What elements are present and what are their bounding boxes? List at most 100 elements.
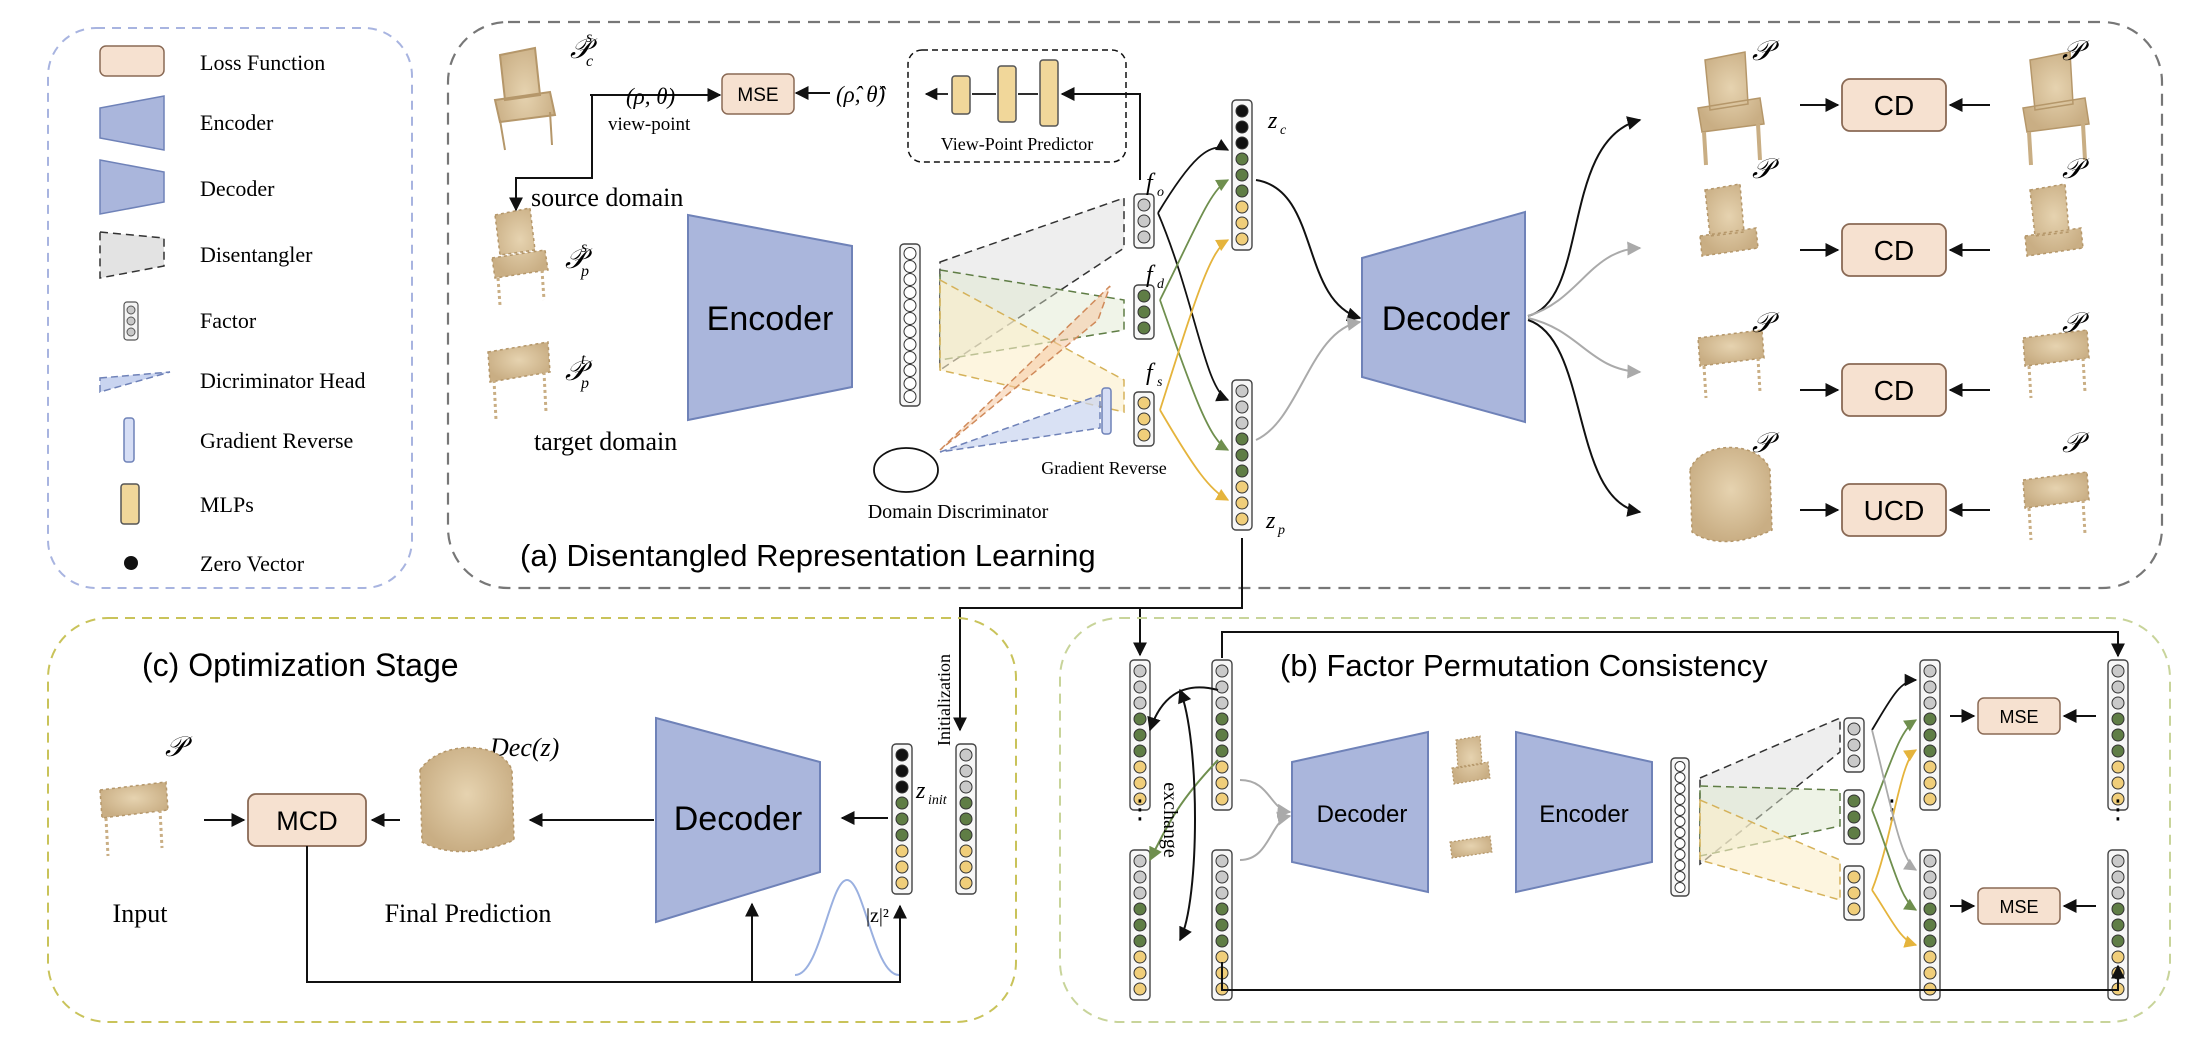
b-gt-2-unit (2111, 950, 2125, 964)
vp-mlp-3 (1039, 59, 1059, 127)
zc-unit (1235, 104, 1249, 118)
panel-a: 𝒫 c s 𝒫 p s 𝒫 p t source domain target d… (446, 20, 2164, 590)
label-zp: z (1265, 508, 1276, 534)
label-fo-sub: o (1157, 185, 1164, 200)
label-initialization: Initialization (934, 654, 954, 746)
legend-factor-label: Factor (200, 308, 257, 333)
zp-unit (1235, 400, 1249, 414)
label-pp-s-sup: s (581, 239, 587, 256)
latent-a-unit (903, 273, 917, 286)
b-left-3-unit (1215, 728, 1229, 742)
mse-box-b-2 (1977, 887, 2061, 925)
label-domain-disc: Domain Discriminator (868, 501, 1049, 523)
encoder-a-label: Encoder (707, 300, 834, 338)
z-p-column (1231, 379, 1253, 531)
b-right-2-unit (1923, 902, 1937, 916)
gt-chair-partial (2024, 183, 2084, 257)
vp-predictor-box (907, 49, 1127, 163)
z-init-a-unit (895, 844, 909, 858)
encoder-b-label: Encoder (1539, 801, 1628, 828)
factor-o-unit (1137, 230, 1151, 244)
label-fd-sub: d (1157, 277, 1165, 292)
b-latent-unit (1674, 849, 1686, 860)
arr-b-exchange-1 (1147, 686, 1219, 732)
b-dots-right: ⋮ (2105, 794, 2131, 824)
zp-unit (1235, 448, 1249, 462)
b-gt-2-unit (2111, 886, 2125, 900)
b-left-4-unit (1215, 950, 1229, 964)
arr-mcd-loop (306, 846, 907, 983)
b-left-3-unit (1215, 696, 1229, 710)
label-z-init: z (915, 778, 926, 804)
panel-c-border (47, 617, 1017, 1023)
legend-factor-swatch (123, 301, 139, 341)
gaussian-curve (794, 878, 900, 976)
b-gt-1-unit (2111, 680, 2125, 694)
mse-label-b-1: MSE (1999, 707, 2038, 727)
gt-table-partial-1 (2022, 329, 2090, 399)
z-init-a-unit (895, 764, 909, 778)
zp-unit (1235, 480, 1249, 494)
gt-table-partial-2 (2022, 471, 2090, 541)
mcd-label: MCD (276, 806, 338, 836)
z-init-column-2 (955, 743, 977, 895)
disc-head-orange (939, 285, 1111, 451)
b-left-1-unit (1133, 680, 1147, 694)
decoder-b (1291, 730, 1429, 894)
z-init-b-unit (959, 812, 973, 826)
mse-box-b-1 (1977, 697, 2061, 735)
b-latent-unit (1674, 816, 1686, 827)
zc-unit (1235, 216, 1249, 230)
b-factor-d-unit (1847, 810, 1861, 824)
b-right-1-unit (1923, 792, 1937, 806)
label-source-domain: source domain (531, 183, 683, 212)
b-left-2-unit (1133, 886, 1147, 900)
label-final-prediction: Final Prediction (385, 899, 552, 928)
b-gt-1-unit (2111, 696, 2125, 710)
arr-b-f5 (1871, 809, 1918, 911)
b-left-4-unit (1215, 918, 1229, 932)
legend-disc-head-swatch (99, 371, 171, 393)
disentangler-yellow (939, 278, 1125, 413)
b-left-2-unit (1133, 950, 1147, 964)
b-right-2-unit (1923, 886, 1937, 900)
b-factor-o-unit (1847, 754, 1861, 768)
b-left-4-unit (1215, 934, 1229, 948)
legend-loss-label: Loss Function (200, 50, 325, 75)
arr-fo-zc (1157, 138, 1230, 214)
disc-head-blue (939, 393, 1101, 453)
b-right-1-unit (1923, 728, 1937, 742)
zp-unit (1235, 464, 1249, 478)
z-init-a-unit (895, 876, 909, 890)
legend-encoder-label: Encoder (200, 110, 274, 135)
b-gt-1-unit (2111, 712, 2125, 726)
b-right-1-unit (1923, 760, 1937, 774)
pc-out-chair-partial (1699, 183, 1759, 257)
label-fs-sub: s (1157, 375, 1163, 390)
factor-d-unit (1137, 321, 1151, 335)
arrow-to-source (509, 94, 593, 212)
arr-zp-init (953, 538, 1243, 732)
final-prediction-pc (419, 746, 515, 853)
b-left-1-unit (1133, 792, 1147, 806)
z-init-a-unit (895, 828, 909, 842)
latent-a-unit (903, 390, 917, 403)
source-chair-complete (493, 46, 557, 151)
z-init-b-unit (959, 844, 973, 858)
arr-b-top-loop (1221, 631, 2125, 658)
b-right-1-unit (1923, 696, 1937, 710)
latent-a-unit (903, 377, 917, 390)
b-latent-unit (1674, 805, 1686, 816)
vp-mlp-2 (997, 65, 1017, 123)
label-fs: f (1146, 360, 1156, 386)
panel-b-mid-pcs (1449, 735, 1493, 859)
factor-d-unit (1137, 305, 1151, 319)
latent-a-unit (903, 351, 917, 364)
arr-b-bottom-loop (1221, 962, 2125, 991)
b-latent-unit (1674, 827, 1686, 838)
label-rho-theta: (ρ, θ) (626, 84, 675, 109)
label-pc-s: 𝒫 (570, 34, 598, 65)
legend-loss-swatch (99, 45, 165, 77)
